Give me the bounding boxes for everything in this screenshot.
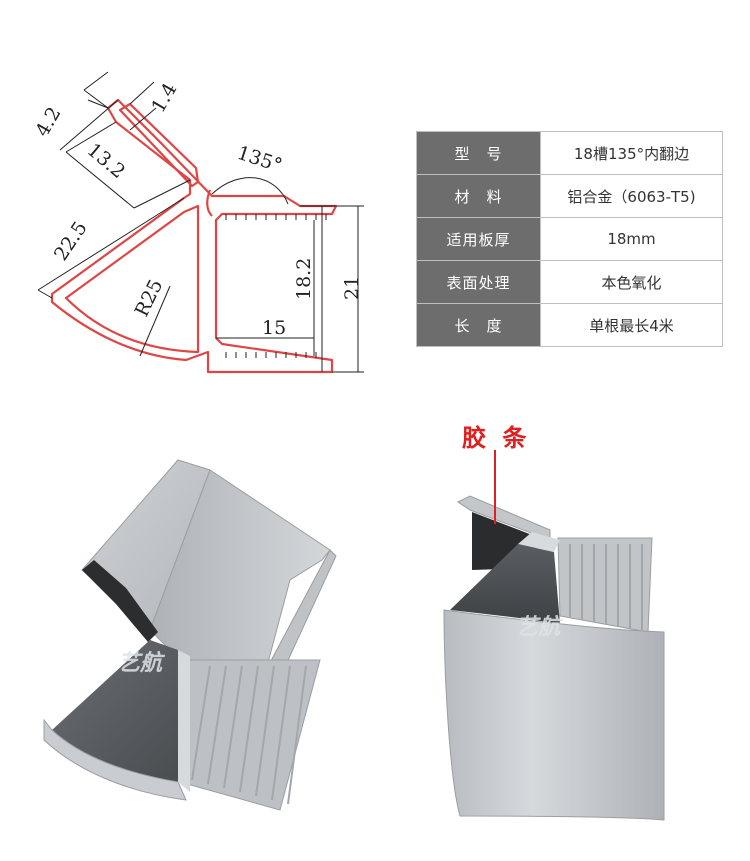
watermark-left: 艺航 — [118, 650, 166, 676]
table-row: 适用板厚 18mm — [416, 217, 723, 261]
table-row: 表面处理 本色氧化 — [416, 260, 723, 304]
gasket-callout-line — [494, 450, 496, 524]
spec-value-model: 18槽135°内翻边 — [540, 131, 723, 175]
serrations-bottom — [225, 352, 317, 358]
serrations-top — [225, 214, 327, 220]
gasket-callout-label: 胶 条 — [462, 424, 531, 452]
spec-value-material: 铝合金（6063-T5) — [540, 174, 723, 218]
spec-label-board-thickness: 适用板厚 — [416, 217, 541, 261]
profile-outline — [50, 98, 338, 374]
watermark-right: 艺航 — [516, 614, 564, 640]
spec-table: 型 号 18槽135°内翻边 材 料 铝合金（6063-T5) 适用板厚 18m… — [416, 131, 723, 347]
dim-label-18-2: 18.2 — [293, 258, 315, 300]
spec-value-length: 单根最长4米 — [540, 303, 723, 347]
spec-label-surface: 表面处理 — [416, 260, 541, 304]
dim-label-4-2: 4.2 — [31, 103, 65, 140]
technical-drawing: 4.2 1.4 13.2 22.5 135° R25 18.2 21 15 — [31, 71, 364, 374]
table-row: 型 号 18槽135°内翻边 — [416, 131, 723, 175]
product-photo-left: 艺航 — [43, 459, 337, 811]
spec-label-material: 材 料 — [416, 174, 541, 218]
dim-label-135: 135° — [234, 142, 284, 177]
table-row: 材 料 铝合金（6063-T5) — [416, 174, 723, 218]
dim-label-r25: R25 — [131, 276, 168, 320]
dim-label-15: 15 — [262, 317, 286, 339]
spec-value-board-thickness: 18mm — [540, 217, 723, 261]
spec-value-surface: 本色氧化 — [540, 260, 723, 304]
dim-label-21: 21 — [341, 276, 363, 300]
spec-label-model: 型 号 — [416, 131, 541, 175]
dimension-lines — [37, 71, 364, 373]
dim-label-13-2: 13.2 — [83, 139, 130, 183]
spec-label-length: 长 度 — [416, 303, 541, 347]
dim-label-22-5: 22.5 — [50, 217, 92, 264]
table-row: 长 度 单根最长4米 — [416, 303, 723, 347]
product-photo-right: 艺航 — [443, 495, 665, 821]
